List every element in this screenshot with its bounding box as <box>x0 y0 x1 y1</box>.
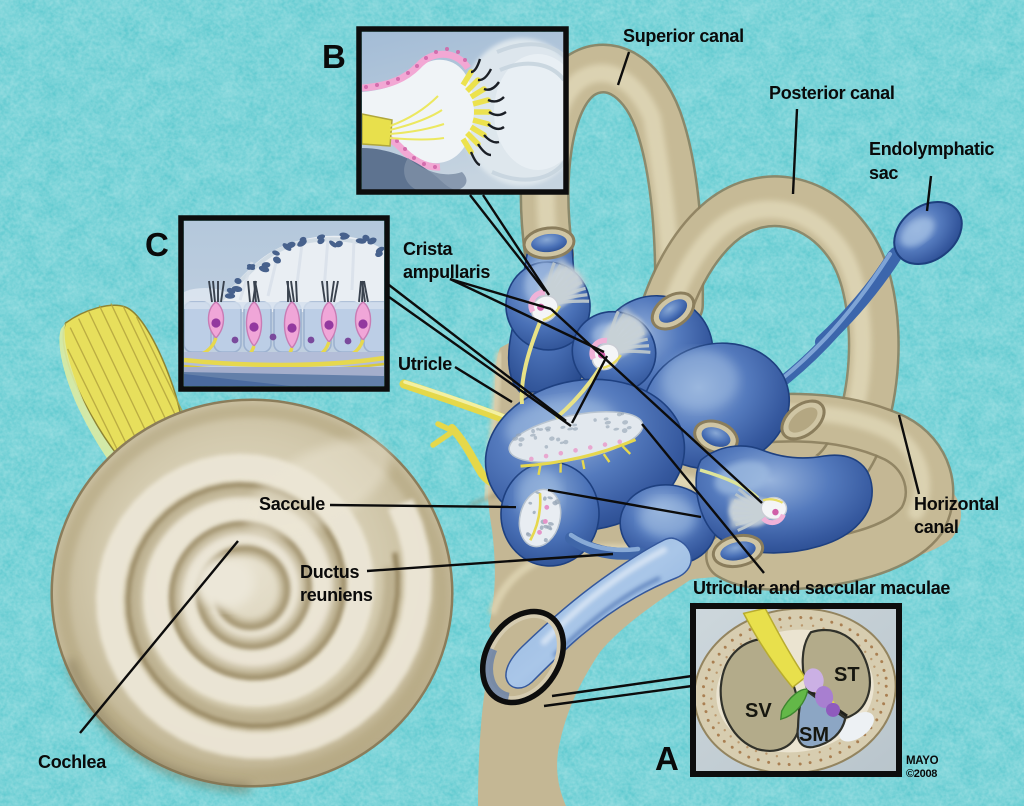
svg-text:sac: sac <box>869 163 898 183</box>
svg-text:Cochlea: Cochlea <box>38 752 107 772</box>
svg-text:Horizontal: Horizontal <box>914 494 999 514</box>
svg-text:SV: SV <box>745 700 772 722</box>
svg-text:Superior canal: Superior canal <box>623 26 744 46</box>
svg-text:Crista: Crista <box>403 239 454 259</box>
svg-text:A: A <box>655 740 679 777</box>
svg-text:Utricle: Utricle <box>398 354 452 374</box>
svg-text:Posterior canal: Posterior canal <box>769 83 895 103</box>
svg-text:Endolymphatic: Endolymphatic <box>869 139 994 159</box>
svg-text:SM: SM <box>799 724 829 746</box>
svg-text:B: B <box>322 38 346 75</box>
svg-text:canal: canal <box>914 517 959 537</box>
svg-text:ampullaris: ampullaris <box>403 262 490 282</box>
svg-text:ST: ST <box>834 664 860 686</box>
svg-text:reuniens: reuniens <box>300 585 373 605</box>
svg-text:Saccule: Saccule <box>259 494 325 514</box>
svg-text:MAYO: MAYO <box>906 755 939 767</box>
svg-text:Ductus: Ductus <box>300 562 359 582</box>
svg-text:C: C <box>145 226 169 263</box>
svg-text:©2008: ©2008 <box>906 768 937 780</box>
svg-text:Utricular and saccular maculae: Utricular and saccular maculae <box>693 578 950 598</box>
